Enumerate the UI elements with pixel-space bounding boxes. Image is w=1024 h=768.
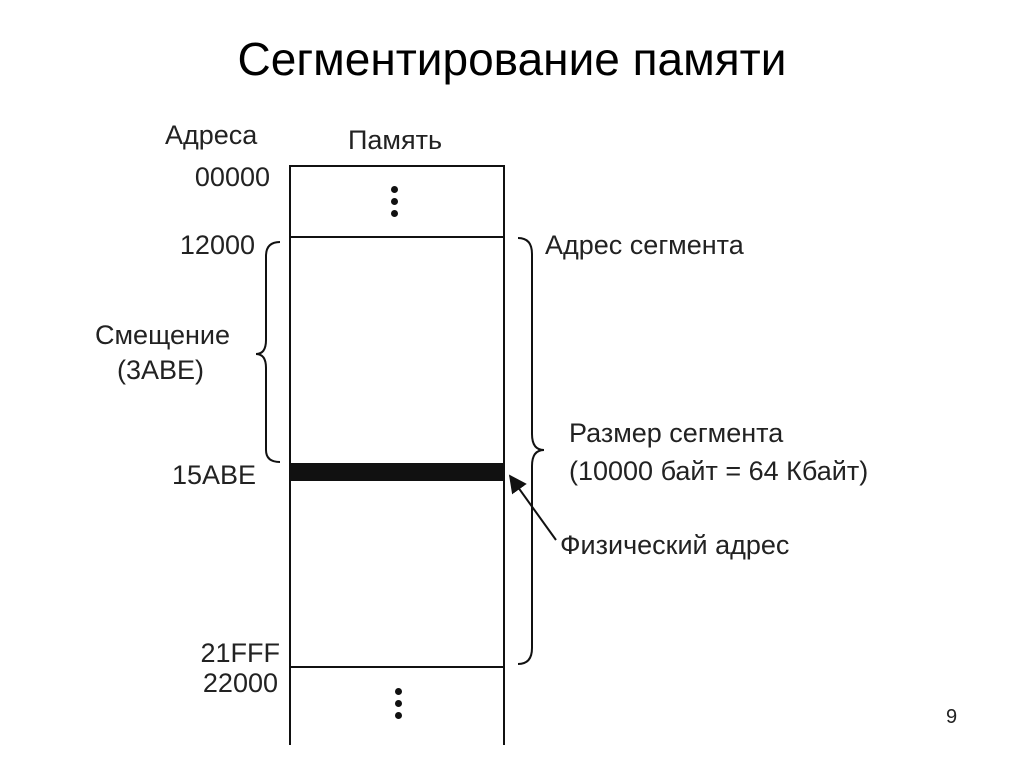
physical-address-arrow-icon xyxy=(508,474,557,541)
segment-address-label: Адрес сегмента xyxy=(545,230,744,260)
address-next-segment: 22000 xyxy=(202,668,278,698)
addresses-header: Адреса xyxy=(165,120,258,150)
address-segment-end: 21FFF xyxy=(200,638,280,668)
offset-label: Смещение xyxy=(95,320,231,350)
memory-column xyxy=(289,165,505,745)
segment-start-line xyxy=(289,236,505,238)
ellipsis-top-icon xyxy=(389,186,399,222)
slide-title: Сегментирование памяти xyxy=(237,33,787,85)
offset-value: (3ABE) xyxy=(117,355,205,385)
segment-end-line xyxy=(289,666,505,668)
ellipsis-bottom-icon xyxy=(393,688,403,724)
memory-header: Память xyxy=(348,125,443,155)
physical-address-label: Физический адрес xyxy=(560,530,790,560)
segment-size-label: Размер сегмента xyxy=(569,418,784,448)
physical-address-cell xyxy=(289,463,505,481)
segment-size-value: (10000 байт = 64 Кбайт) xyxy=(569,456,869,486)
address-start: 00000 xyxy=(194,162,270,192)
address-segment-start: 12000 xyxy=(179,230,255,260)
page-number: 9 xyxy=(946,706,958,728)
address-physical: 15ABE xyxy=(171,460,256,490)
segment-size-brace-icon xyxy=(517,237,545,665)
offset-brace-icon xyxy=(255,241,281,463)
